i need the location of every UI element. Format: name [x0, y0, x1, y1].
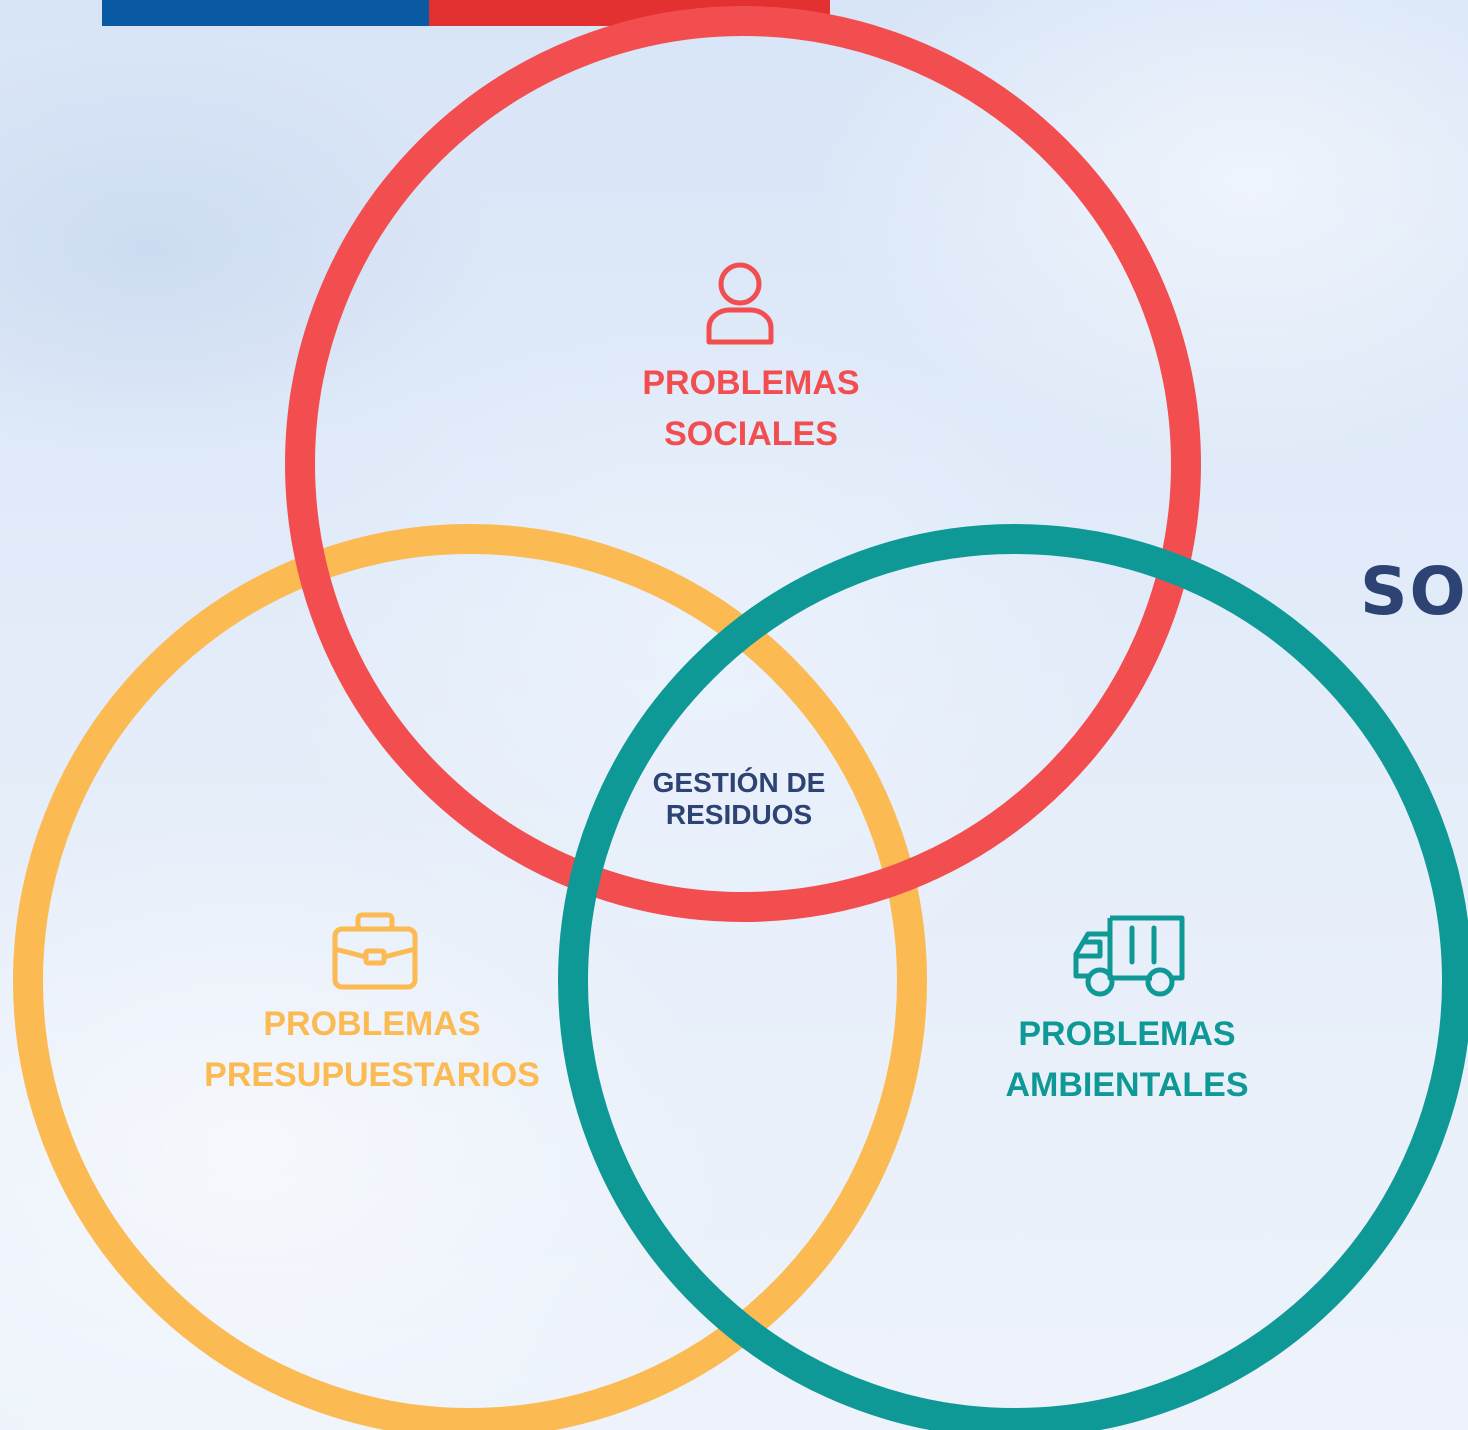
center-label-line2: RESIDUOS: [665, 799, 813, 830]
center-label-line1: GESTIÓN DE: [652, 767, 826, 798]
social-label-line2: SOCIALES: [664, 415, 838, 453]
waste-management-label: GESTIÓN DE RESIDUOS: [653, 767, 826, 831]
side-heading: SO: [1360, 553, 1468, 630]
social-problems-label: PROBLEMAS SOCIALES: [642, 358, 859, 460]
social-label-line1: PROBLEMAS: [642, 364, 860, 402]
budget-circle: [13, 524, 927, 1430]
environment-label-line2: AMBIENTALES: [1005, 1066, 1249, 1104]
environment-label-line1: PROBLEMAS: [1018, 1015, 1236, 1053]
environment-circle: [558, 524, 1468, 1430]
social-circle: [285, 6, 1201, 922]
environmental-problems-label: PROBLEMAS AMBIENTALES: [1005, 1009, 1248, 1111]
briefcase-icon: [332, 912, 418, 990]
flag-blue-stripe: [102, 0, 429, 26]
truck-icon: [1073, 915, 1185, 997]
budget-label-line2: PRESUPUESTARIOS: [204, 1056, 540, 1094]
budget-label-line1: PROBLEMAS: [263, 1005, 481, 1043]
budget-problems-label: PROBLEMAS PRESUPUESTARIOS: [204, 999, 540, 1101]
user-icon: [706, 262, 774, 345]
